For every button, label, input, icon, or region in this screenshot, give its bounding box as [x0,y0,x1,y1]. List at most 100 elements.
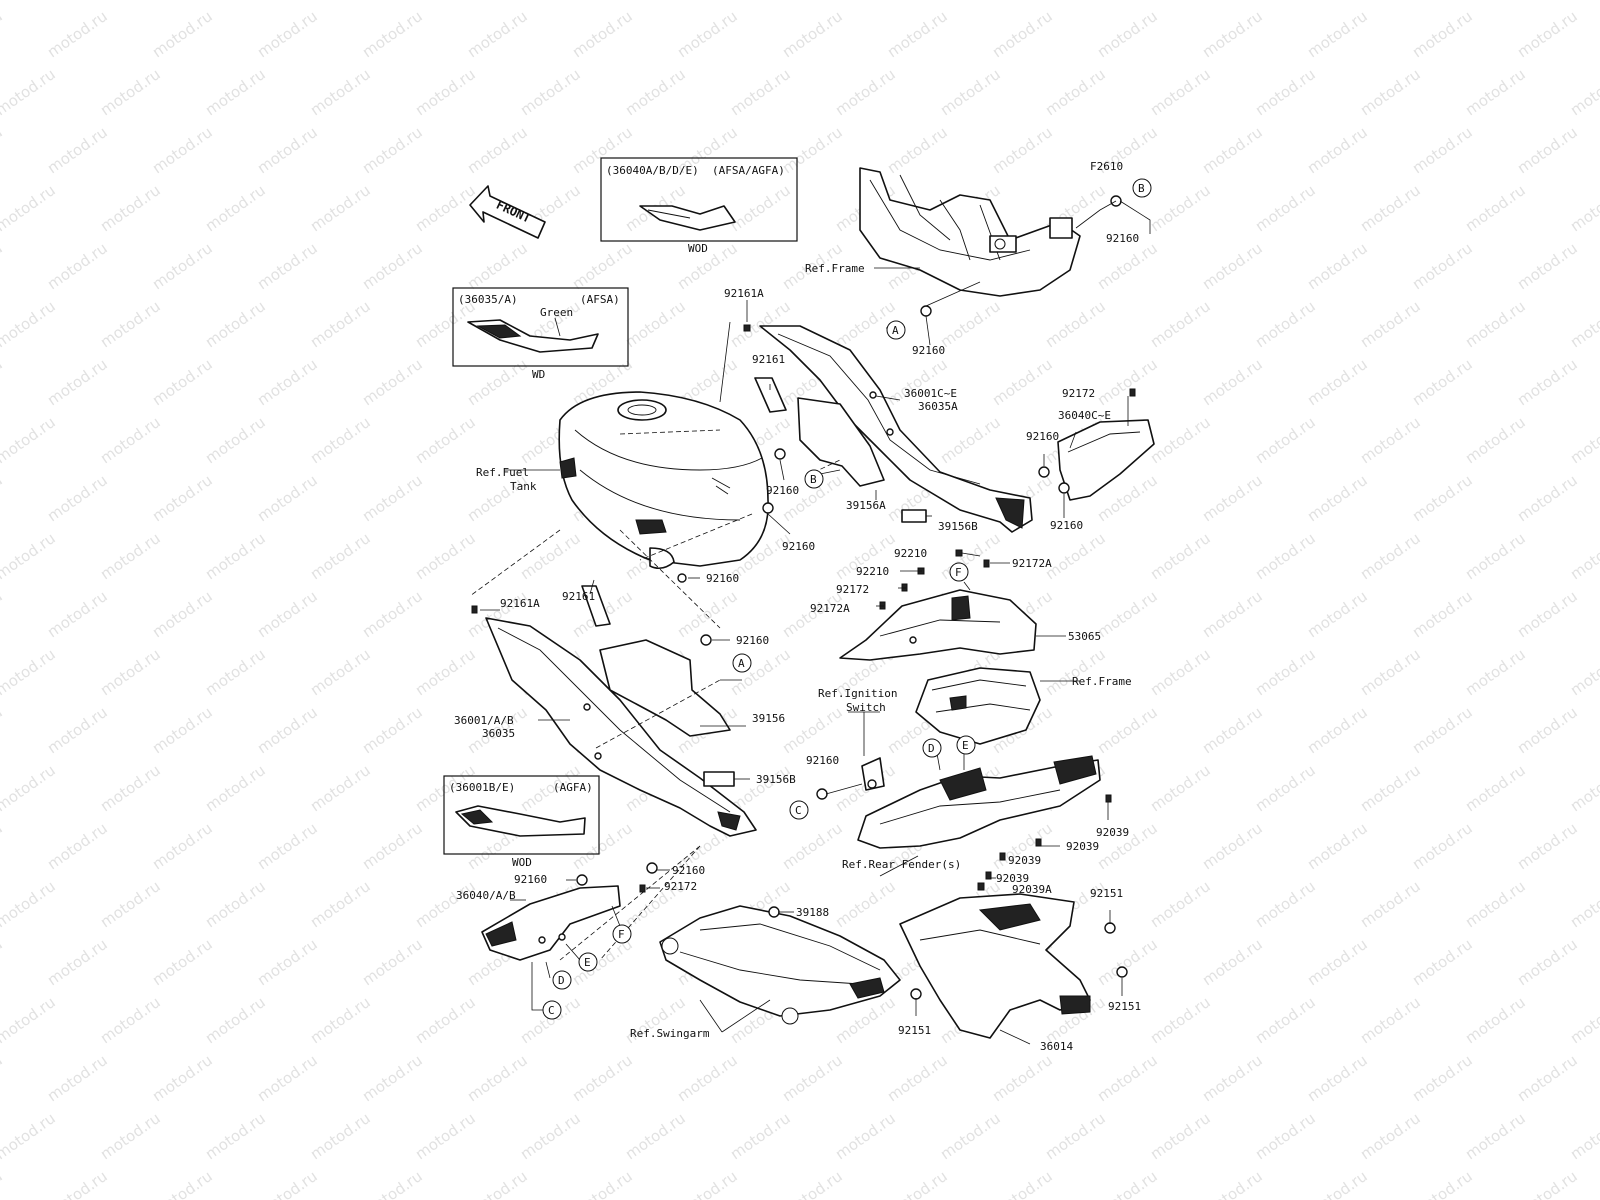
side-cowl-lower [485,617,757,837]
watermark-text: motod.ru [0,123,6,177]
watermark-text: motod.ru [1357,413,1424,467]
watermark-text: motod.ru [1462,529,1529,583]
watermark-text: motod.ru [307,877,374,931]
watermark-text: motod.ru [1094,587,1161,641]
watermark-text: motod.ru [202,413,269,467]
cover-36040CE [1057,419,1155,501]
watermark-text: motod.ru [0,645,59,699]
watermark-text: motod.ru [0,1167,6,1200]
watermark-text: motod.ru [307,181,374,235]
watermark-text: motod.ru [1252,645,1319,699]
watermark-text: motod.ru [1567,181,1600,235]
watermark-text: motod.ru [779,703,846,757]
watermark-text: motod.ru [359,703,426,757]
watermark-text: motod.ru [1199,703,1266,757]
watermark-text: motod.ru [0,413,59,467]
inset-c-box: (36001B/E) (AGFA) WOD [443,775,600,869]
callout-d-low: D [552,970,572,990]
watermark-text: motod.ru [1252,0,1319,3]
watermark-text: motod.ru [1147,65,1214,119]
watermark-text: motod.ru [1357,645,1424,699]
watermark-text: motod.ru [1094,703,1161,757]
watermark-text: motod.ru [884,1167,951,1200]
watermark-text: motod.ru [307,1109,374,1163]
rear-fender-36014 [899,893,1091,1039]
watermark-text: motod.ru [1252,297,1319,351]
watermark-text: motod.ru [1409,1051,1476,1105]
watermark-text: motod.ru [97,1109,164,1163]
callout-f-low: F [612,924,632,944]
part-39156A: 39156A [846,499,886,512]
watermark-text: motod.ru [937,297,1004,351]
part-36001AB: 36001/A/B [454,714,514,727]
part-92160-r1: 92160 [1026,430,1059,443]
watermark-text: motod.ru [359,1167,426,1200]
watermark-text: motod.ru [44,355,111,409]
part-92161A-mid: 92161A [500,597,540,610]
watermark-text: motod.ru [307,413,374,467]
watermark-text: motod.ru [622,1109,689,1163]
watermark-text: motod.ru [254,587,321,641]
frame-mid [915,667,1080,745]
watermark-text: motod.ru [832,1109,899,1163]
part-36014: 36014 [1040,1040,1073,1053]
watermark-text: motod.ru [202,761,269,815]
watermark-text: motod.ru [97,181,164,235]
watermark-text: motod.ru [149,1051,216,1105]
watermark-text: motod.ru [1252,181,1319,235]
watermark-text: motod.ru [1147,1109,1214,1163]
inset-a-header-left: (36040A/B/D/E) [606,164,699,177]
frame-top [859,167,1081,297]
watermark-text: motod.ru [44,1167,111,1200]
watermark-text: motod.ru [359,355,426,409]
watermark-text: motod.ru [937,1109,1004,1163]
watermark-text: motod.ru [1514,7,1581,61]
watermark-text: motod.ru [149,935,216,989]
watermark-text: motod.ru [202,181,269,235]
ref-swingarm: Ref.Swingarm [630,1027,710,1040]
watermark-text: motod.ru [97,0,164,3]
watermark-text: motod.ru [1567,65,1600,119]
watermark-text: motod.ru [1462,761,1529,815]
callout-circles: B A B F A D E C F E D C [542,178,1152,1020]
part-92160-r2: 92160 [1050,519,1083,532]
svg-text:E: E [584,956,591,969]
watermark-text: motod.ru [44,587,111,641]
watermark-text: motod.ru [1409,1167,1476,1200]
watermark-text: motod.ru [464,239,531,293]
watermark-text: motod.ru [1409,587,1476,641]
watermark-text: motod.ru [1462,413,1529,467]
watermark-text: motod.ru [464,123,531,177]
watermark-text: motod.ru [1042,297,1109,351]
watermark-text: motod.ru [1357,1109,1424,1163]
watermark-text: motod.ru [1304,7,1371,61]
watermark-text: motod.ru [1042,0,1109,3]
part-92210-b: 92210 [856,565,889,578]
watermark-text: motod.ru [202,645,269,699]
ref-fuel-tank-line2: Tank [510,480,537,493]
watermark-text: motod.ru [97,413,164,467]
watermark-text: motod.ru [1147,0,1214,3]
watermark-text: motod.ru [0,1051,6,1105]
watermark-text: motod.ru [1304,1051,1371,1105]
part-39156B-top: 39156B [938,520,978,533]
watermark-text: motod.ru [307,645,374,699]
watermark-text: motod.ru [307,0,374,3]
inset-b-header-right: (AFSA) [580,293,620,306]
inset-b-note: Green [540,306,573,319]
watermark-text: motod.ru [517,65,584,119]
watermark-text: motod.ru [0,877,59,931]
watermark-text: motod.ru [1514,819,1581,873]
watermark-text: motod.ru [254,1051,321,1105]
watermark-text: motod.ru [569,1051,636,1105]
part-92172-top: 92172 [1062,387,1095,400]
watermark-text: motod.ru [412,877,479,931]
watermark-text: motod.ru [884,1051,951,1105]
watermark-text: motod.ru [1304,1167,1371,1200]
watermark-text: motod.ru [622,0,689,3]
ref-fuel-tank-line1: Ref.Fuel [476,466,529,479]
watermark-text: motod.ru [989,1167,1056,1200]
part-92172A-b: 92172A [810,602,850,615]
watermark-text: motod.ru [674,1051,741,1105]
